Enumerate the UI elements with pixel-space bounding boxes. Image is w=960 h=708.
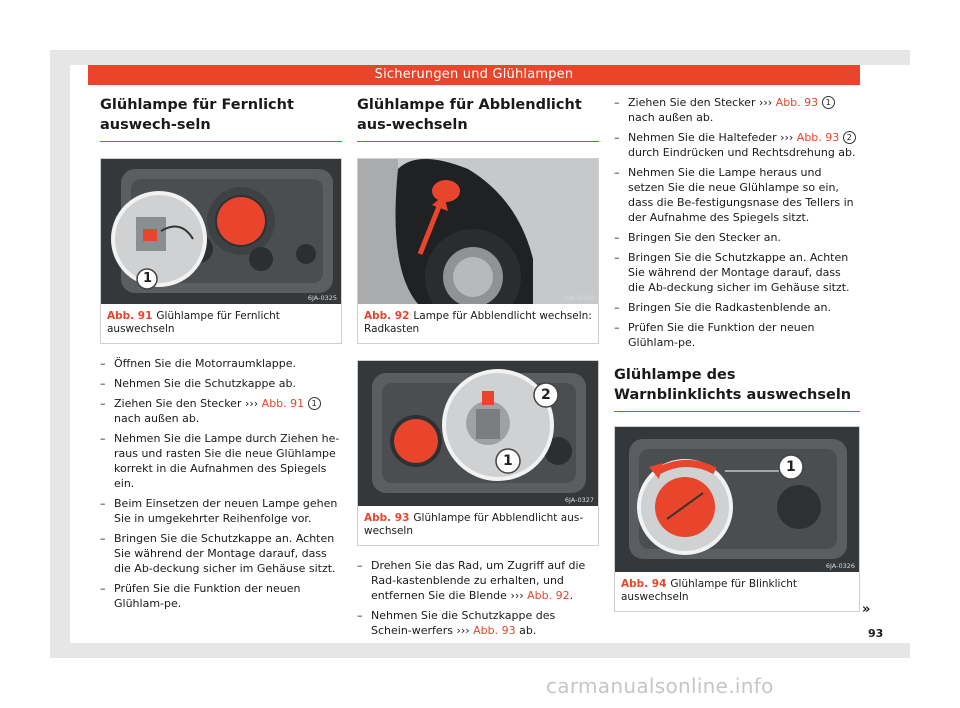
headlight-photo: 2 1 6JA-0327 — [358, 361, 598, 506]
step-item: Drehen Sie das Rad, um Zugriff auf die R… — [357, 558, 599, 603]
callout-ref: 1 — [307, 397, 321, 410]
callout-1: 1 — [786, 459, 796, 475]
continue-mark: » — [862, 602, 871, 617]
figure-code: 6JA-0325 — [307, 294, 337, 302]
column-abblendlicht: Glühlampe für Abblendlicht aus-wechseln … — [357, 95, 599, 643]
figure-ref: Abb. 93 — [796, 131, 840, 144]
step-item: Prüfen Sie die Funktion der neuen Glühla… — [614, 320, 860, 350]
step-item: Nehmen Sie die Schutzkappe des Schein-we… — [357, 608, 599, 638]
step-item: Nehmen Sie die Schutzkappe ab. — [100, 376, 342, 391]
step-item: Nehmen Sie die Haltefeder ››› Abb. 93 2 … — [614, 130, 860, 160]
callout-ref: 1 — [821, 96, 835, 109]
page-number: 93 — [868, 627, 884, 640]
figure-ref: Abb. 91 — [261, 397, 305, 410]
step-item: Ziehen Sie den Stecker ››› Abb. 91 1 nac… — [100, 396, 342, 426]
headlight-photo: 1 6JA-0325 — [101, 159, 341, 304]
ref-arrows: ››› — [758, 96, 773, 109]
section-header: Sicherungen und Glühlampen — [88, 65, 860, 85]
ref-arrows: ››› — [510, 589, 524, 602]
watermark: carmanualsonline.info — [546, 674, 774, 698]
figure-label: Abb. 92 — [364, 310, 410, 322]
column-continued: Ziehen Sie den Stecker ››› Abb. 93 1 nac… — [614, 95, 860, 612]
figure-label: Abb. 93 — [364, 512, 410, 524]
ref-arrows: ››› — [780, 131, 794, 144]
figure-ref: Abb. 93 — [775, 96, 819, 109]
step-item: Nehmen Sie die Lampe heraus und setzen S… — [614, 165, 860, 225]
ref-arrows: ››› — [456, 624, 470, 637]
ref-arrows: ››› — [244, 397, 259, 410]
wheelhouse-photo: 6JA-0360 — [358, 159, 598, 304]
step-item: Ziehen Sie den Stecker ››› Abb. 93 1 nac… — [614, 95, 860, 125]
headlight-photo: 1 6JA-0326 — [615, 427, 859, 572]
caption-text: Glühlampe für Blinklicht auswechseln — [621, 578, 797, 603]
caption-text: Lampe für Abblendlicht wechseln: Radkast… — [364, 310, 592, 335]
figure-code: 6JA-0360 — [564, 294, 594, 302]
step-item: Bringen Sie die Schutzkappe an. Achten S… — [614, 250, 860, 295]
figure-code: 6JA-0326 — [825, 562, 855, 570]
figure-label: Abb. 94 — [621, 578, 667, 590]
step-item: Öffnen Sie die Motorraumklappe. — [100, 356, 342, 371]
steps-continued: Ziehen Sie den Stecker ››› Abb. 93 1 nac… — [614, 95, 860, 350]
callout-2: 2 — [541, 387, 551, 403]
step-item: Bringen Sie die Schutzkappe an. Achten S… — [100, 531, 342, 576]
column-fernlicht: Glühlampe für Fernlicht auswech-seln 1 — [100, 95, 342, 616]
figure-code: 6JA-0327 — [564, 496, 594, 504]
figure-ref: Abb. 93 — [473, 624, 516, 637]
step-item: Nehmen Sie die Lampe durch Ziehen he-rau… — [100, 431, 342, 491]
figure-ref: Abb. 92 — [527, 589, 570, 602]
callout-1: 1 — [503, 453, 513, 469]
caption-text: Glühlampe für Abblendlicht aus-wechseln — [364, 512, 584, 537]
heading-warnblinklicht: Glühlampe des Warnblinklichts auswechsel… — [614, 365, 860, 412]
callout-ref: 2 — [842, 131, 856, 144]
step-item: Beim Einsetzen der neuen Lampe gehen Sie… — [100, 496, 342, 526]
caption-text: Glühlampe für Fernlicht auswechseln — [107, 310, 280, 335]
step-item: Bringen Sie den Stecker an. — [614, 230, 860, 245]
figure-label: Abb. 91 — [107, 310, 153, 322]
steps-abblendlicht: Drehen Sie das Rad, um Zugriff auf die R… — [357, 558, 599, 638]
heading-fernlicht: Glühlampe für Fernlicht auswech-seln — [100, 95, 342, 142]
callout-1: 1 — [143, 271, 153, 286]
step-item: Prüfen Sie die Funktion der neuen Glühla… — [100, 581, 342, 611]
heading-abblendlicht: Glühlampe für Abblendlicht aus-wechseln — [357, 95, 599, 142]
step-item: Bringen Sie die Radkastenblende an. — [614, 300, 860, 315]
steps-fernlicht: Öffnen Sie die Motorraumklappe. Nehmen Si… — [100, 356, 342, 611]
